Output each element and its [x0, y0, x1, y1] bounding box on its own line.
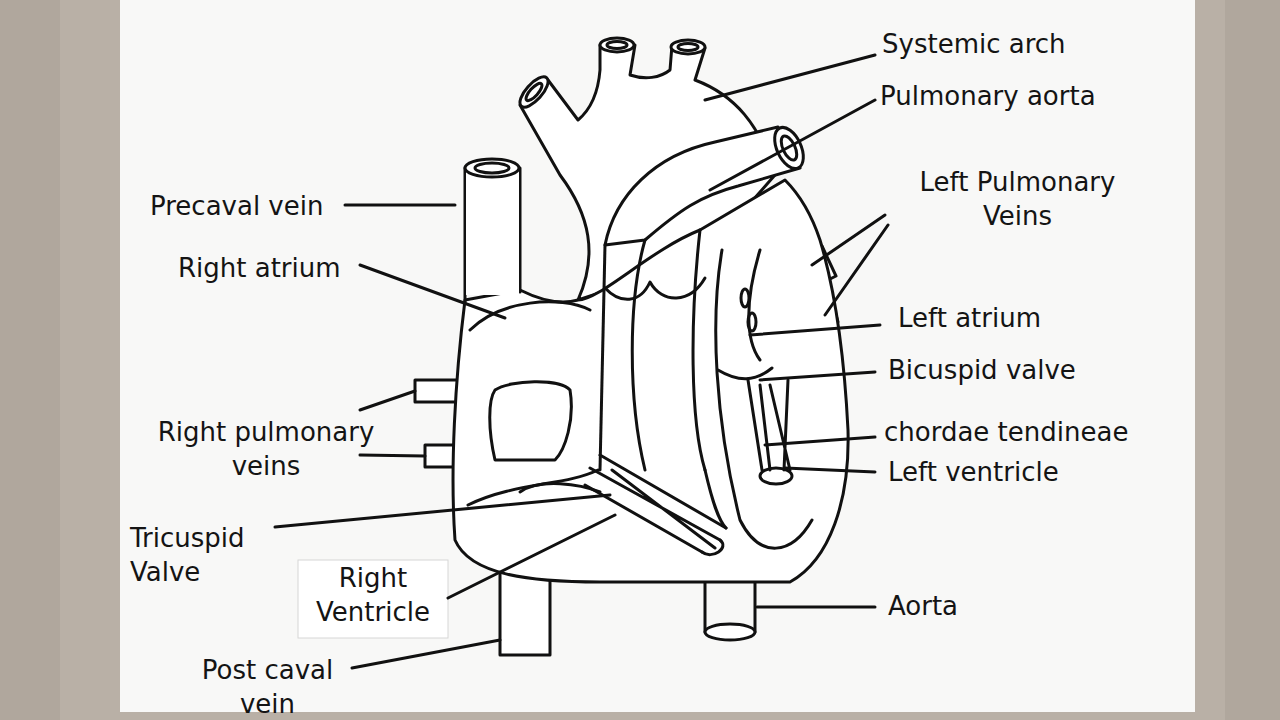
- leader-line: [825, 225, 888, 315]
- vein-fill: [466, 170, 519, 295]
- papillary-muscle: [760, 468, 792, 484]
- part-label: Aorta: [888, 590, 958, 624]
- leader-line: [275, 495, 610, 527]
- leader-line: [765, 437, 875, 445]
- leader-line: [360, 391, 415, 410]
- pulmonary-aorta: [605, 127, 800, 245]
- paper-sheet: [120, 0, 1195, 712]
- atrium-opening: [490, 382, 572, 460]
- semilunar-valve: [605, 278, 705, 299]
- bicuspid-valve: [718, 368, 772, 379]
- arch-opening: [524, 81, 545, 103]
- arch-opening: [607, 42, 627, 49]
- aorta-opening: [705, 624, 755, 640]
- arch-opening: [671, 40, 705, 54]
- chordae-line: [748, 380, 790, 470]
- leader-line: [360, 455, 425, 456]
- part-label: Left Pulmonary Veins: [885, 166, 1150, 234]
- arch-opening: [678, 44, 698, 51]
- leader-line: [360, 265, 505, 318]
- arch-opening: [515, 73, 552, 112]
- left-atrium-wall: [749, 250, 760, 360]
- ventricle-wall: [705, 470, 726, 528]
- part-label: Bicuspid valve: [888, 354, 1076, 388]
- part-label: Pulmonary aorta: [880, 80, 1096, 114]
- part-label: Precaval vein: [150, 190, 323, 224]
- vein-opening: [741, 289, 749, 307]
- septum-line: [693, 230, 705, 470]
- septum-line: [632, 240, 645, 470]
- leader-line: [345, 204, 455, 207]
- part-label: Left atrium: [898, 302, 1041, 336]
- leader-line: [750, 325, 880, 335]
- part-label: Systemic arch: [882, 28, 1066, 62]
- precaval-vein: [465, 168, 520, 302]
- leader-line: [760, 372, 875, 380]
- precaval-opening: [465, 159, 519, 177]
- leader-line: [705, 55, 875, 100]
- part-label: Right Ventricle: [298, 562, 448, 630]
- label-patch: [298, 560, 448, 638]
- part-label: Tricuspid Valve: [130, 522, 280, 590]
- part-label: Right atrium: [178, 252, 341, 286]
- tricuspid-valve: [702, 540, 723, 555]
- tricuspid-valve: [585, 455, 726, 552]
- right-pulmonary-vein: [415, 380, 460, 402]
- atrium-wall: [470, 302, 590, 330]
- part-label: Post caval vein: [180, 654, 355, 720]
- leader-line: [785, 468, 875, 472]
- part-label: Right pulmonary veins: [146, 416, 386, 484]
- leader-line: [757, 606, 875, 609]
- part-label: chordae tendineae: [884, 416, 1128, 450]
- part-label: Left ventricle: [888, 456, 1059, 490]
- leader-line: [812, 215, 885, 265]
- leader-line: [448, 515, 615, 598]
- arch-opening: [600, 38, 634, 52]
- wood-grain: [1225, 0, 1280, 720]
- leader-line: [352, 640, 500, 668]
- leader-line: [710, 100, 875, 190]
- wood-grain: [0, 0, 60, 720]
- precaval-opening: [475, 163, 509, 173]
- left-ventricle-wall: [716, 250, 812, 548]
- septum-line: [600, 245, 605, 470]
- vein-opening: [748, 313, 756, 331]
